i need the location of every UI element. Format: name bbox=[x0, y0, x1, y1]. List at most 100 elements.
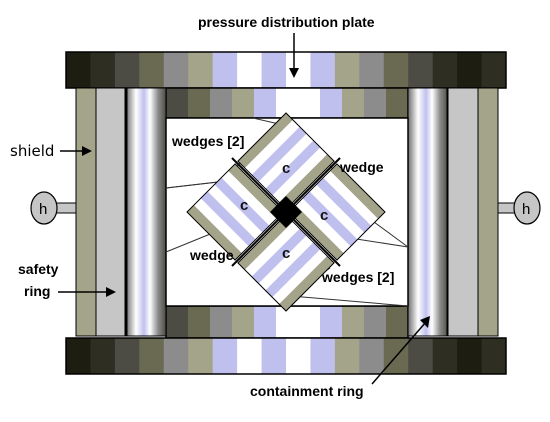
cube-label-left: c bbox=[240, 197, 248, 214]
cube-face-top bbox=[186, 112, 386, 312]
top-plate-stripe bbox=[261, 52, 287, 88]
right-handle-label: h bbox=[522, 201, 530, 218]
arrow-pressure-plate bbox=[289, 33, 299, 78]
bottom-plate-stripe bbox=[237, 338, 263, 374]
cube-stripe bbox=[207, 184, 263, 240]
top-plate-stripe bbox=[359, 52, 385, 88]
bottom-inner-stripe bbox=[320, 306, 343, 338]
bottom-plate-stripe bbox=[163, 338, 189, 374]
top-inner-stripe bbox=[210, 88, 233, 118]
cube-stripe bbox=[316, 177, 372, 233]
cube-stripe bbox=[244, 221, 300, 277]
top-plate-stripe bbox=[408, 52, 434, 88]
cube-stripe bbox=[272, 249, 328, 305]
top-plate-stripe bbox=[212, 52, 238, 88]
top-plate-stripe bbox=[481, 52, 507, 88]
cube-label-bottom: c bbox=[282, 245, 290, 262]
cube-quadrant-outline bbox=[237, 214, 335, 312]
top-inner-stripe bbox=[298, 88, 321, 118]
top-plate-stripe bbox=[286, 52, 311, 88]
cube-quadrant-outline bbox=[237, 112, 335, 210]
cube-stripe bbox=[228, 163, 284, 219]
left-handle-icon: h bbox=[30, 191, 77, 225]
top-plate-stripe bbox=[310, 52, 336, 88]
bottom-plate-outline bbox=[65, 337, 507, 375]
bottom-plate-stripe bbox=[139, 338, 165, 374]
cube-stripe bbox=[193, 198, 250, 254]
cube-stripe bbox=[251, 126, 307, 182]
cube-stripe bbox=[251, 228, 307, 284]
bottom-plate-stripe bbox=[334, 338, 360, 374]
bottom-plate-stripe bbox=[457, 338, 483, 374]
top-plate-stripe bbox=[188, 52, 214, 88]
cube-stripe bbox=[265, 140, 321, 196]
arrow-containment-ring bbox=[371, 316, 430, 385]
top-pressure-plate bbox=[65, 51, 507, 89]
cube-stripe bbox=[187, 204, 243, 261]
top-inner-stripe bbox=[320, 88, 343, 118]
arrow-safety-ring bbox=[58, 287, 116, 297]
top-plate-stripe bbox=[163, 52, 189, 88]
top-inner-stripe bbox=[232, 88, 255, 118]
cube-stripe bbox=[302, 191, 358, 247]
cube-stripe bbox=[288, 204, 344, 261]
cube-quadrant-outline bbox=[288, 163, 386, 261]
cube-stripe bbox=[309, 184, 365, 240]
top-inner-stripe bbox=[342, 88, 365, 118]
bottom-plate-stripe bbox=[481, 338, 507, 374]
top-plate-stripe bbox=[139, 52, 165, 88]
label-wedges-lower-right: wedges [2] bbox=[321, 269, 394, 285]
left-shield bbox=[75, 87, 167, 337]
top-plate-stripe bbox=[237, 52, 263, 88]
cube-quadrant-outline bbox=[186, 163, 284, 261]
cube-stripe bbox=[258, 235, 314, 291]
center-sample bbox=[231, 157, 341, 267]
top-inner-stripe bbox=[364, 88, 387, 118]
bottom-plate-stripe bbox=[66, 338, 91, 374]
top-plate-stripe bbox=[90, 52, 116, 88]
label-pressure-plate: pressure distribution plate bbox=[198, 14, 375, 30]
bottom-inner-plate bbox=[165, 305, 409, 339]
bottom-inner-stripe bbox=[364, 306, 387, 338]
top-inner-stripe bbox=[386, 88, 409, 118]
bottom-plate-stripe bbox=[408, 338, 434, 374]
top-plate-stripe bbox=[432, 52, 458, 88]
top-inner-stripe bbox=[188, 88, 211, 118]
cube-label-top: c bbox=[282, 160, 290, 177]
bottom-plate-stripe bbox=[310, 338, 336, 374]
top-plate-stripe bbox=[383, 52, 409, 88]
bottom-plate-stripe bbox=[90, 338, 116, 374]
bottom-pressure-plate bbox=[65, 337, 507, 375]
bottom-inner-stripe bbox=[210, 306, 233, 338]
right-shield bbox=[407, 87, 499, 337]
bottom-inner-stripe bbox=[254, 306, 277, 338]
top-inner-stripe bbox=[166, 88, 189, 118]
cube-stripe bbox=[237, 113, 294, 169]
bottom-inner-stripe bbox=[298, 306, 321, 338]
cube-stripe bbox=[221, 170, 277, 226]
right-handle-icon: h bbox=[497, 191, 541, 225]
top-plate-stripe bbox=[334, 52, 360, 88]
top-plate-stripe bbox=[457, 52, 483, 88]
cube-stripe bbox=[279, 256, 335, 312]
cube-stripe bbox=[200, 191, 256, 247]
bottom-plate-stripe bbox=[212, 338, 238, 374]
cube-stripe bbox=[265, 242, 321, 298]
cube-stripe bbox=[295, 198, 351, 254]
left-handle-label: h bbox=[39, 201, 47, 218]
label-shield: shield bbox=[10, 142, 54, 160]
bottom-inner-stripe bbox=[276, 306, 299, 338]
bottom-plate-stripe bbox=[114, 338, 140, 374]
top-plate-stripe bbox=[114, 52, 140, 88]
cube-stripe bbox=[214, 177, 270, 233]
top-inner-stripe bbox=[276, 88, 299, 118]
bottom-inner-stripe bbox=[342, 306, 365, 338]
bottom-plate-stripe bbox=[286, 338, 311, 374]
bottom-plate-stripe bbox=[359, 338, 385, 374]
bottom-plate-stripe bbox=[188, 338, 214, 374]
label-containment-ring: containment ring bbox=[250, 383, 364, 399]
label-wedges-upper-left: wedges [2] bbox=[171, 133, 244, 149]
cube-stripe bbox=[279, 154, 335, 210]
cube-label-right: c bbox=[320, 207, 328, 224]
